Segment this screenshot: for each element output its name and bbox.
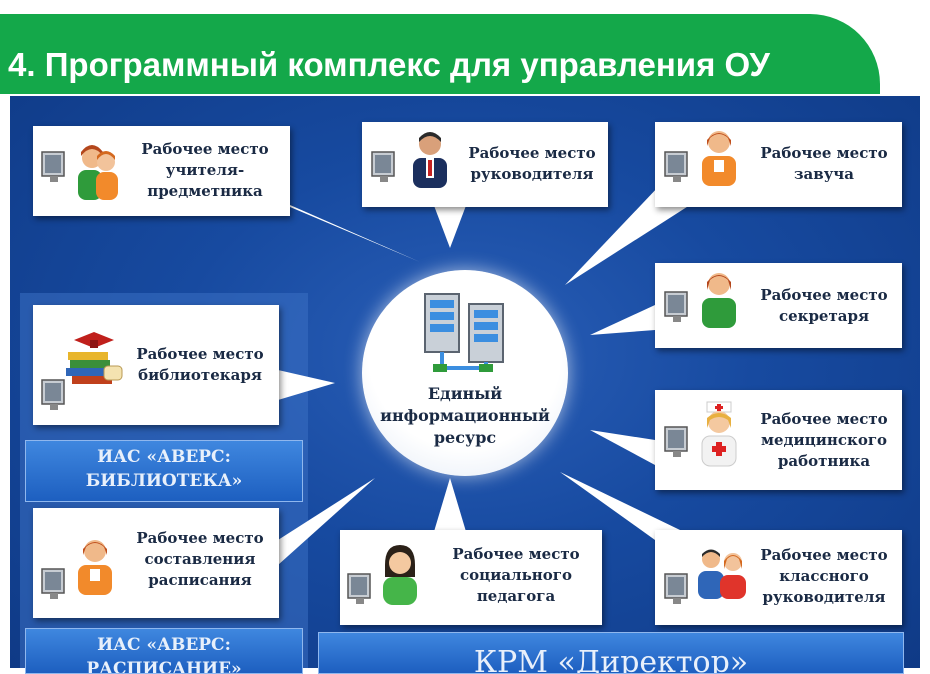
- monitor-icon: [664, 573, 688, 604]
- tail-social: [430, 478, 470, 545]
- ias-library-banner: ИАС «АВЕРС: БИБЛИОТЕКА»: [25, 440, 303, 502]
- card-class-teacher-label: Рабочее место классного руководителя: [760, 546, 888, 606]
- social-worker-icon: [383, 545, 417, 605]
- tail-class-teacher: [560, 472, 680, 540]
- books-icon: [66, 332, 123, 384]
- tail-nurse: [590, 430, 655, 465]
- monitor-icon: [41, 568, 65, 599]
- card-secretary-label: Рабочее место секретаря: [760, 286, 888, 325]
- monitor-icon: [347, 573, 371, 604]
- card-social: [340, 530, 602, 625]
- card-teacher: [33, 126, 290, 216]
- card-director: [362, 122, 608, 207]
- card-class-teacher: [655, 530, 902, 625]
- tail-director: [430, 195, 470, 248]
- monitor-icon: [41, 379, 65, 410]
- nurse-icon: [701, 401, 737, 467]
- monitor-icon: [664, 426, 688, 457]
- monitor-icon: [664, 151, 688, 182]
- card-nurse-label: Рабочее место медицинского работника: [760, 410, 888, 470]
- tail-librarian: [278, 370, 335, 400]
- page-title: 4. Программный комплекс для управления О…: [8, 46, 770, 83]
- director-icon: [413, 132, 447, 188]
- tail-teacher: [250, 190, 420, 262]
- card-director-label: Рабочее место руководителя: [468, 144, 596, 183]
- tail-head-teacher: [565, 185, 690, 285]
- krm-director-label: КРМ «Директор»: [473, 645, 749, 674]
- tail-secretary: [590, 305, 655, 335]
- card-head-teacher: [655, 122, 902, 207]
- server-icon: [424, 293, 504, 372]
- schedule-person-icon: [78, 540, 112, 595]
- central-resource-label: Единый информационный ресурс: [380, 384, 550, 447]
- class-teacher-icon: [698, 549, 746, 599]
- monitor-icon: [664, 291, 688, 322]
- card-librarian-label: Рабочее место библиотекаря: [136, 345, 264, 384]
- card-teacher-label: Рабочее место учителя- предметника: [141, 140, 269, 200]
- secretary-icon: [702, 273, 736, 328]
- card-schedule-label: Рабочее место составления расписания: [136, 529, 264, 589]
- card-head-teacher-label: Рабочее место завуча: [760, 144, 888, 183]
- card-social-label: Рабочее место социального педагога: [452, 545, 580, 605]
- card-secretary: [655, 263, 902, 348]
- head-teacher-icon: [702, 131, 736, 186]
- card-nurse: [655, 390, 902, 490]
- monitor-icon: [371, 151, 395, 182]
- ias-schedule-banner: ИАС «АВЕРС: РАСПИСАНИЕ»: [25, 628, 303, 674]
- card-schedule: [33, 508, 279, 618]
- monitor-icon: [41, 151, 65, 182]
- central-resource: [362, 270, 568, 476]
- teacher-icon: [78, 145, 118, 200]
- tail-schedule: [278, 478, 375, 565]
- title-bar: [0, 14, 880, 94]
